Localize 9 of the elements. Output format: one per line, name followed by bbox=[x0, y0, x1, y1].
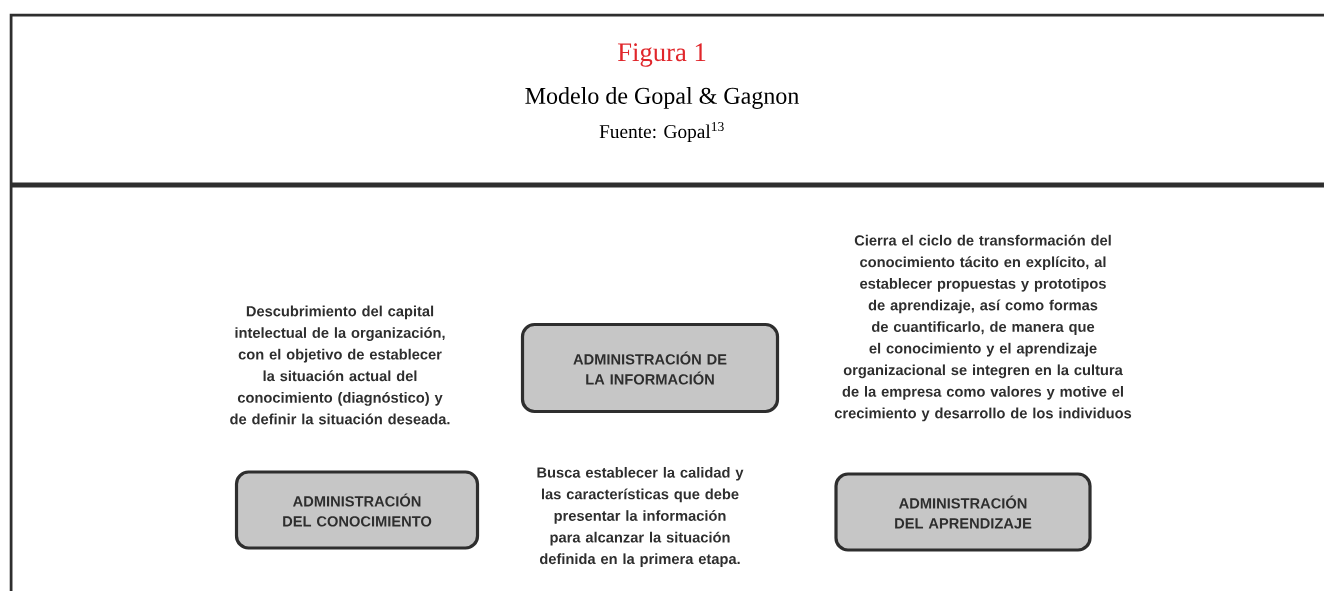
figure-title: Figura 1 bbox=[617, 43, 706, 67]
description-text: Cierra el ciclo de transformación del conocimiento tácito en explícito, al establecer propuestas y prototipos de aprendizaje, así como formas de cuantificarlo, de manera que el conocimiento y el aprendizaje organizacional se integren en la cultura de la empresa como valores y motive el crecimiento y desarrollo de los individuos bbox=[834, 234, 1132, 422]
stage-box: ADMINISTRACIÓN DE LA INFORMACIÓN bbox=[520, 322, 780, 414]
figure-subtitle: Modelo de Gopal & Gagnon bbox=[525, 87, 799, 109]
stage-box: ADMINISTRACIÓN DEL APRENDIZAJE bbox=[834, 472, 1092, 552]
source-note: Fuente: Gopal$^{13}$ bbox=[599, 122, 724, 142]
stage-box: ADMINISTRACIÓN DEL CONOCIMIENTO bbox=[234, 470, 480, 550]
description-text: Descubrimiento del capital intelectual de la organización, con el objetivo de establecer la situación actual del conocimiento (diagnóstico) y de definir la situación deseada. bbox=[230, 305, 450, 425]
description-text: Busca establecer la calidad y las características que debe presentar la información para alcanzar la situación definida en la primera etapa. bbox=[537, 466, 744, 567]
